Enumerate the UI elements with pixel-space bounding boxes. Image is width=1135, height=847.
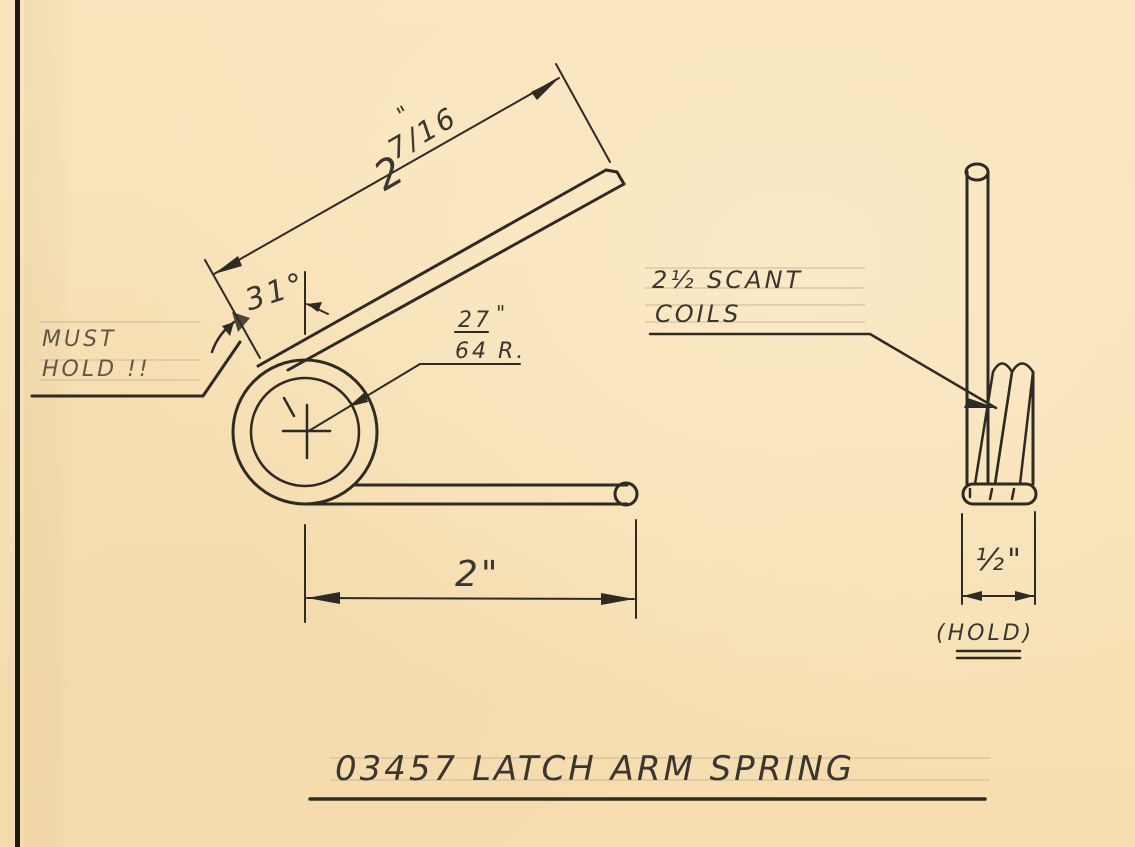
arrowhead-left-icon (214, 256, 242, 274)
coils-note-line1: 2½ SCANT (652, 266, 803, 294)
title-block: 03457 LATCH ARM SPRING (308, 749, 987, 801)
coil-2 (993, 362, 1035, 486)
radius-arrowhead-icon (348, 392, 368, 407)
side-leg-end (961, 482, 1038, 506)
arm-lower-edge (286, 182, 626, 372)
note-hold: HOLD !! (42, 357, 151, 382)
radius-numerator: 27 (458, 308, 492, 333)
arm-end-cap-top (604, 168, 619, 174)
radius-inch-mark: " (496, 301, 508, 325)
width-note: (HOLD) (936, 621, 1034, 646)
coils-arrowhead-icon (964, 398, 996, 408)
arm-extension-line-left (204, 259, 261, 359)
arrowhead-right-icon (531, 78, 559, 100)
leg-length-label: 2" (455, 554, 500, 595)
angle-arrowhead-icon (307, 302, 322, 312)
arm-upper-edge (256, 168, 608, 368)
left-border-rule (15, 0, 20, 847)
leg-tick (1010, 487, 1016, 501)
side-view: 2½ SCANT COILS ½" (HOLD) (648, 162, 1038, 660)
note-arrowhead-icon (222, 322, 234, 336)
note-leader-line (30, 340, 242, 398)
lettering-guidelines (40, 267, 990, 781)
side-arm-end (964, 162, 990, 182)
front-view: 2 7/16 " 31° 27 " 64 R. MUST HOLD !! 2" (30, 63, 639, 623)
inner-coil-circle (249, 376, 361, 488)
radius-suffix: R. (498, 339, 526, 364)
note-must: MUST (42, 327, 117, 352)
arm-end-cap (615, 170, 626, 186)
angle-small-arrow-icon (232, 312, 250, 332)
radius-denominator: 64 (455, 339, 489, 364)
coils-leader-line (648, 332, 998, 410)
center-tick (282, 396, 296, 418)
leg-dimension-line (306, 597, 635, 600)
arm-dimension-line (213, 77, 560, 275)
drawing-title: 03457 LATCH ARM SPRING (335, 749, 855, 789)
width-arrowhead-right-icon (1015, 591, 1034, 601)
width-arrowhead-left-icon (963, 591, 982, 601)
angle-label: 31° (241, 266, 311, 319)
coil-1 (973, 362, 1014, 486)
leg-arrowhead-right-icon (601, 593, 634, 605)
leg-arrowhead-left-icon (307, 592, 340, 604)
leg-end-circle (613, 481, 639, 507)
coils-note-line2: COILS (655, 300, 741, 328)
arm-extension-line-right (555, 63, 611, 163)
width-label: ½" (975, 543, 1024, 578)
paper-margin-shading (24, 0, 74, 847)
leg-tick (988, 487, 994, 501)
